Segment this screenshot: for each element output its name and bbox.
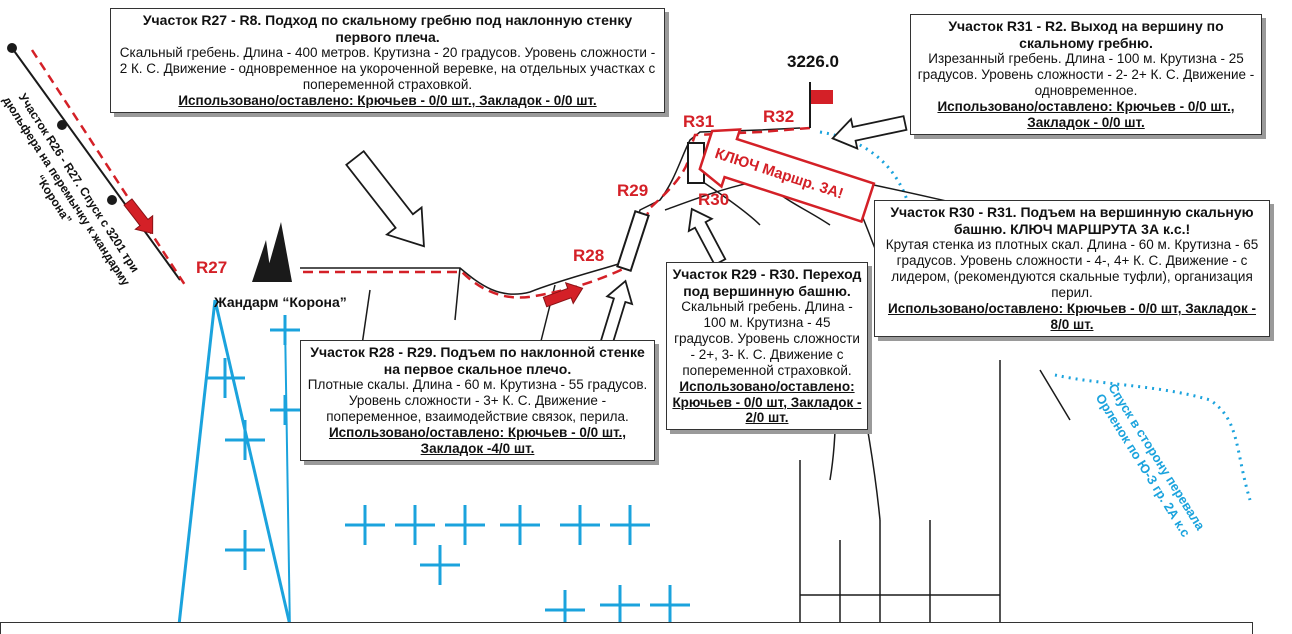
box-body: Скальный гребень. Длина - 400 метров. Кр… xyxy=(119,45,656,92)
box-title: Участок R29 - R30. Переход под вершинную… xyxy=(672,266,862,299)
info-box-r29-r30: Участок R29 - R30. Переход под вершинную… xyxy=(666,262,868,431)
box-body: Плотные скалы. Длина - 60 м. Крутизна - … xyxy=(307,377,648,424)
box-used: Использовано/оставлено: Крючьев - 0/0 шт… xyxy=(672,378,862,426)
gendarme-label: Жандарм “Корона” xyxy=(214,294,347,310)
info-box-r30-r31: Участок R30 - R31. Подъем на вершинную с… xyxy=(874,200,1270,337)
callout-arrow-r30 xyxy=(687,207,727,267)
box-used: Использовано/оставлено: Крючьев - 0/0 шт… xyxy=(328,424,627,456)
belay-point xyxy=(7,43,17,53)
point-label-r29: R29 xyxy=(617,181,649,200)
point-label-r31: R31 xyxy=(683,112,715,131)
approach-ridge-line xyxy=(11,47,181,281)
bottom-panel-edge xyxy=(0,622,1253,634)
info-box-r27-r8: Участок R27 - R8. Подход по скальному гр… xyxy=(110,8,665,113)
box-used: Использовано/оставлено: Крючьев - 0/0 шт… xyxy=(937,98,1235,130)
gendarme-korona-icon xyxy=(252,222,292,282)
glacier xyxy=(176,299,690,634)
callout-arrow-r27 xyxy=(345,149,425,248)
box-body: Изрезанный гребень. Длина - 100 м. Крути… xyxy=(917,51,1255,98)
box-body: Скальный гребень. Длина - 100 м. Крутизн… xyxy=(674,299,860,378)
point-label-r28: R28 xyxy=(573,246,605,265)
summit-elevation: 3226.0 xyxy=(787,52,839,71)
main-route-dashed xyxy=(303,126,811,299)
point-label-r27: R27 xyxy=(196,258,228,277)
point-label-r30: R30 xyxy=(698,190,730,209)
info-box-r31-r2: Участок R31 - R2. Выход на вершину по ск… xyxy=(910,14,1262,135)
box-title: Участок R31 - R2. Выход на вершину по ск… xyxy=(948,18,1224,51)
key-section-arrow xyxy=(698,128,876,224)
box-used: Использовано/оставлено: Крючьев - 0/0 шт… xyxy=(178,92,597,108)
box-title: Участок R30 - R31. Подъем на вершинную с… xyxy=(890,204,1254,237)
direction-arrow-icon xyxy=(542,281,584,308)
summit-flag-cloth xyxy=(811,90,833,104)
direction-arrow-icon xyxy=(123,198,154,235)
descent-dotted-route xyxy=(819,130,1252,501)
belay-point xyxy=(107,195,117,205)
callout-arrow-r32 xyxy=(831,115,908,150)
point-label-r32: R32 xyxy=(763,107,795,126)
pitch-r28-r29 xyxy=(616,209,650,273)
info-box-r28-r29: Участок R28 - R29. Подъем по наклонной с… xyxy=(300,340,655,461)
belay-point xyxy=(57,120,67,130)
box-title: Участок R27 - R8. Подход по скальному гр… xyxy=(142,12,633,45)
box-used: Использовано/оставлено: Крючьев - 0/0 шт… xyxy=(887,300,1257,332)
box-title: Участок R28 - R29. Подъем по наклонной с… xyxy=(310,344,645,377)
approach-route-dashed xyxy=(30,49,187,286)
box-body: Крутая стенка из плотных скал. Длина - 6… xyxy=(885,237,1259,300)
